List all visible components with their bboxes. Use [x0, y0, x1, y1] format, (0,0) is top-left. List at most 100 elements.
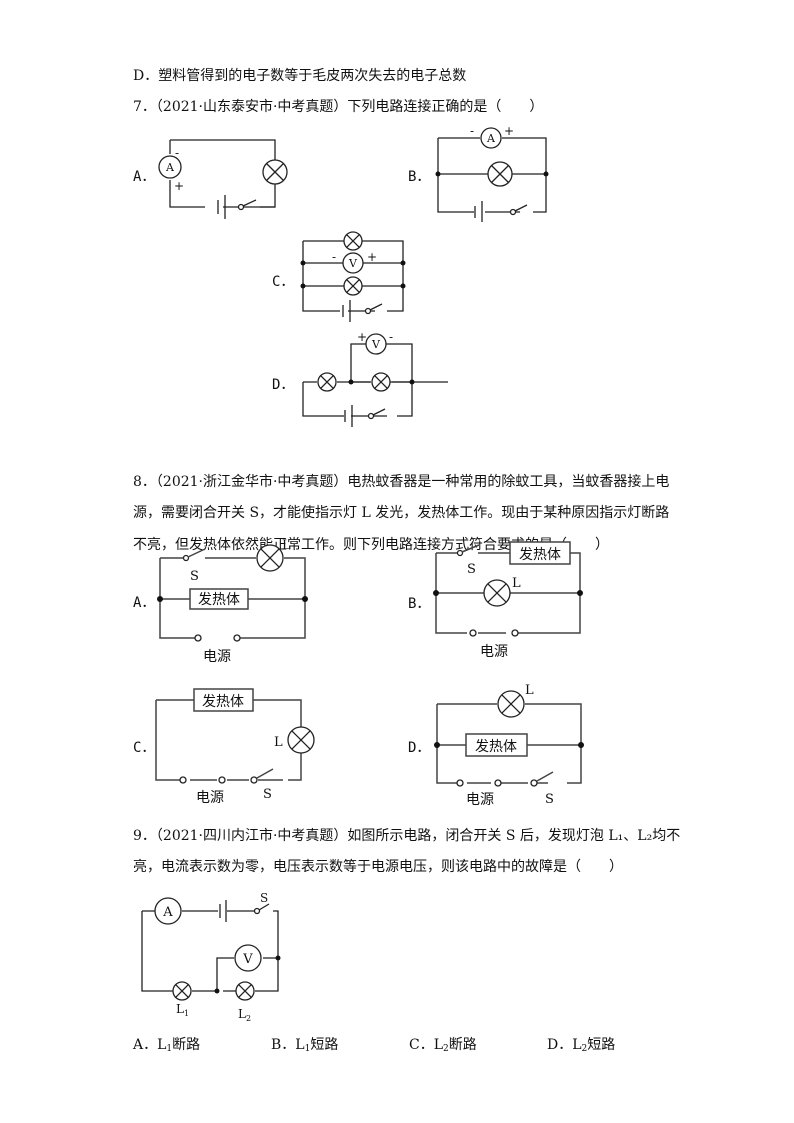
lamp-icon	[262, 159, 288, 185]
q8-option-b-label: B．	[408, 596, 431, 612]
power-terminals	[194, 634, 241, 642]
lamp-icon	[483, 579, 511, 607]
power-terminals	[469, 629, 519, 637]
q9-option-a: A．L1断路	[133, 1037, 201, 1054]
q7-option-d-label: D．	[272, 377, 295, 393]
heater-box	[193, 688, 254, 712]
lamp-1-label: L1	[176, 1002, 189, 1018]
lamp-icon	[371, 372, 391, 392]
q9-option-c: C．L2断路	[409, 1037, 477, 1054]
power-terminals	[179, 776, 226, 784]
lamp-icon	[343, 276, 363, 296]
battery-icon	[344, 405, 353, 427]
q8-stem-line-3: 不亮，但发热体依然能正常工作。则下列电路连接方式符合要求的是（ ）	[133, 537, 609, 553]
q8-circuit-d: L 发热体 电源 S	[434, 683, 584, 808]
q7-option-b-label: B．	[408, 169, 431, 185]
voltmeter-label: V	[371, 338, 381, 351]
pos-terminal: +	[504, 124, 514, 138]
pos-terminal: +	[367, 250, 377, 264]
q9-option-b: B．L1短路	[271, 1037, 339, 1054]
ammeter-label: A	[162, 905, 173, 920]
pos-terminal: +	[174, 179, 184, 193]
battery-icon	[474, 201, 483, 222]
switch-icon	[364, 303, 383, 315]
ammeter-label: A	[165, 161, 175, 174]
q8-circuit-a: S L 发热体 电源	[157, 538, 308, 665]
lamp-label: L	[512, 576, 521, 591]
lamp-icon	[287, 726, 315, 754]
q9-stem-line-1: 9．（2021·四川内江市·中考真题）如图所示电路，闭合开关 S 后，发现灯泡 …	[133, 828, 681, 844]
voltmeter-icon	[342, 252, 364, 274]
lamp-icon	[343, 231, 363, 251]
switch-label: S	[190, 569, 199, 584]
lamp-label: L	[282, 538, 291, 553]
heater-box	[189, 588, 249, 610]
q8-option-c-label: C．	[133, 740, 156, 756]
ammeter-icon	[154, 897, 182, 925]
switch-icon	[250, 768, 274, 784]
q8-circuit-c: 发热体 L 电源 S	[155, 688, 315, 806]
heater-label: 发热体	[475, 739, 517, 755]
q7-option-c-label: C．	[272, 274, 295, 290]
q7-circuit-a: A - +	[158, 139, 288, 219]
voltmeter-icon	[365, 333, 387, 355]
lamp-1-icon	[172, 981, 192, 1001]
heater-box	[465, 733, 528, 757]
switch-icon	[237, 199, 275, 211]
battery-icon	[217, 195, 226, 219]
heater-box	[509, 541, 571, 565]
lamp-label: L	[274, 735, 283, 750]
q9-option-d: D．L2短路	[547, 1037, 616, 1054]
power-terminals	[456, 779, 502, 787]
switch-icon	[182, 548, 206, 562]
neg-terminal: -	[389, 330, 393, 344]
q7-circuit-d: V + -	[302, 330, 448, 427]
neg-terminal: -	[175, 146, 179, 160]
ammeter-icon	[480, 127, 502, 149]
ammeter-label: A	[486, 132, 496, 145]
voltmeter-label: V	[242, 952, 253, 967]
heater-label: 发热体	[202, 694, 244, 710]
pos-terminal: +	[357, 330, 367, 344]
lamp-icon	[497, 690, 525, 718]
power-label: 电源	[203, 649, 231, 665]
lamp-label: L	[525, 683, 534, 698]
switch-label: S	[260, 891, 268, 905]
q8-circuit-b: S 发热体 L 电源	[433, 541, 583, 660]
switch-label: S	[263, 787, 272, 802]
q8-option-a-label: A．	[133, 595, 156, 611]
q9-circuit: A S V L1 L2	[141, 891, 281, 1023]
heater-label: 发热体	[198, 592, 240, 608]
q7-option-a-label: A．	[133, 169, 156, 185]
lamp-icon	[317, 372, 337, 392]
voltmeter-label: V	[348, 257, 358, 270]
switch-icon	[509, 204, 528, 216]
switch-icon	[253, 903, 270, 915]
ammeter-icon	[158, 155, 182, 179]
q8-option-d-label: D．	[408, 740, 431, 756]
power-label: 电源	[466, 792, 494, 808]
q9-stem-line-2: 亮，电流表示数为零，电压表示数等于电源电压，则该电路中的故障是（ ）	[133, 859, 623, 875]
power-label: 电源	[480, 644, 508, 660]
neg-terminal: -	[332, 250, 336, 264]
lamp-2-label: L2	[238, 1007, 251, 1023]
q8-stem-line-2: 源，需要闭合开关 S，才能使指示灯 L 发光，发热体工作。现由于某种原因指示灯断…	[133, 505, 670, 521]
q8-stem-line-1: 8．（2021·浙江金华市·中考真题）电热蚊香器是一种常用的除蚊工具，当蚊香器接…	[133, 474, 670, 490]
wire	[169, 139, 276, 208]
voltmeter-icon	[234, 944, 262, 972]
q7-circuit-c: V - +	[300, 231, 406, 322]
battery-icon	[342, 300, 351, 322]
lamp-icon	[256, 544, 284, 572]
switch-icon	[530, 771, 554, 787]
switch-icon	[456, 544, 480, 557]
heater-label: 发热体	[519, 547, 561, 563]
lamp-icon	[487, 161, 513, 187]
lamp-2-icon	[235, 981, 255, 1001]
switch-label: S	[545, 792, 554, 807]
q6-option-d: D．塑料管得到的电子数等于毛皮两次失去的电子总数	[133, 68, 467, 84]
neg-terminal: -	[470, 124, 474, 138]
switch-label: S	[467, 562, 476, 577]
power-label: 电源	[196, 790, 224, 806]
q7-stem: 7．（2021·山东泰安市·中考真题）下列电路连接正确的是（ ）	[133, 99, 544, 115]
battery-icon	[219, 900, 227, 922]
